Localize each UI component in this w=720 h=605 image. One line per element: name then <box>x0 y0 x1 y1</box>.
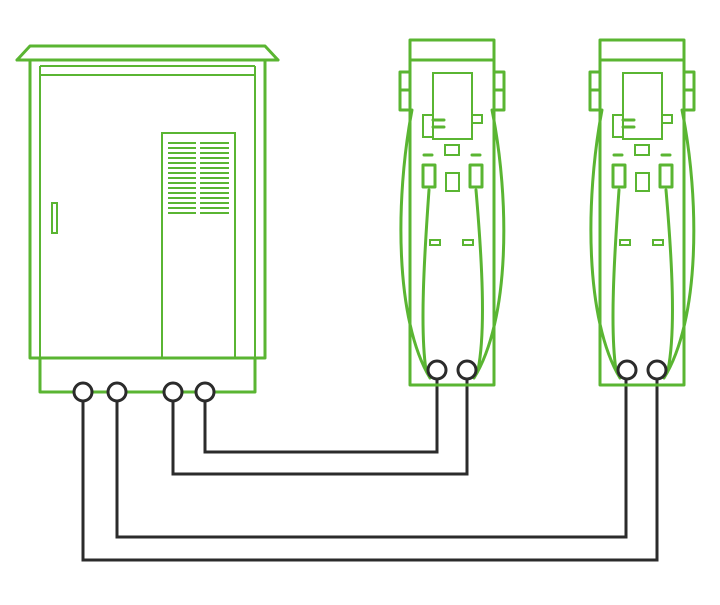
charger-2 <box>588 38 696 387</box>
cable-cabinet-charger1-b <box>171 378 469 476</box>
cabinet-port-icon <box>106 381 128 403</box>
power-cabinet <box>15 44 280 403</box>
cabinet-port-icon <box>72 381 94 403</box>
charger-1 <box>398 38 506 387</box>
cable-cabinet-charger1-a <box>203 378 439 454</box>
cabinet-port-icon <box>162 381 184 403</box>
cabinet-port-icon <box>194 381 216 403</box>
cable-cabinet-charger2-a <box>115 378 628 539</box>
cables <box>81 378 659 562</box>
vent-grille-icon <box>168 142 229 214</box>
door-handle-icon <box>51 202 58 234</box>
cable-cabinet-charger2-b <box>81 378 659 562</box>
vent-panel <box>161 132 236 359</box>
